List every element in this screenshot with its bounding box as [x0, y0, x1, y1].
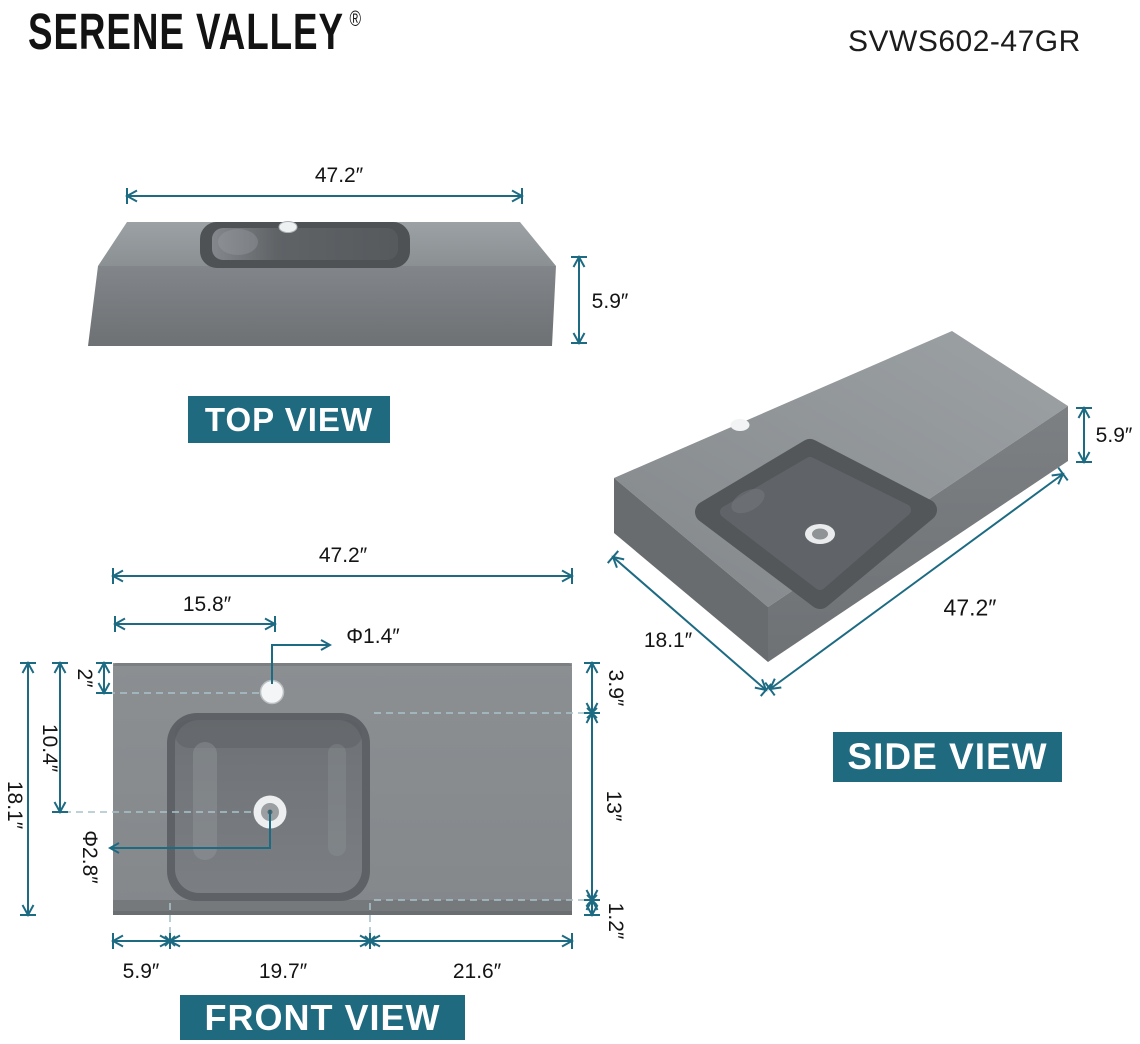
top-view-sink — [88, 221, 556, 346]
dim-front-left-to-basin: 5.9″ — [122, 960, 160, 983]
front-view-sink — [113, 663, 572, 915]
dim-front-basin-to-bottom: 1.2″ — [604, 902, 627, 940]
brand-name: SERENE VALLEY — [28, 4, 344, 61]
dim-side-depth: 18.1″ — [643, 629, 693, 652]
dim-front-top-to-basin: 3.9″ — [604, 669, 627, 707]
side-view-faucet-hole — [730, 419, 750, 431]
side-view-label: SIDE VIEW — [833, 732, 1062, 782]
registered-trademark-icon: ® — [349, 6, 362, 31]
guide-lines — [52, 692, 590, 938]
top-view-faucet-hole — [278, 221, 298, 233]
dim-front-top-to-faucet: 2″ — [73, 668, 96, 688]
top-view-label: TOP VIEW — [188, 396, 390, 443]
model-number: SVWS602-47GR — [848, 25, 1081, 58]
dimension-lines — [28, 196, 1084, 946]
dim-top-thickness: 5.9″ — [591, 290, 629, 313]
side-view-sink — [614, 331, 1068, 662]
dim-side-thickness: 5.9″ — [1095, 424, 1133, 447]
dim-front-basin-span: 13″ — [602, 790, 625, 822]
dim-front-basin-width: 19.7″ — [258, 960, 308, 983]
dim-front-total-width: 47.2″ — [318, 544, 368, 567]
dim-front-top-to-drain: 10.4″ — [38, 723, 61, 773]
dim-front-drain-diameter: Φ2.8″ — [78, 830, 101, 884]
dim-top-width: 47.2″ — [314, 164, 364, 187]
dim-front-total-depth: 18.1″ — [3, 780, 26, 830]
front-view-label: FRONT VIEW — [180, 995, 465, 1040]
brand-logo: SERENE VALLEY® — [28, 4, 362, 62]
dim-front-left-to-faucet: 15.8″ — [182, 593, 232, 616]
dim-side-length: 47.2″ — [943, 594, 997, 621]
dim-front-basin-to-right: 21.6″ — [452, 960, 502, 983]
dim-front-faucet-diameter: Φ1.4″ — [346, 625, 400, 648]
